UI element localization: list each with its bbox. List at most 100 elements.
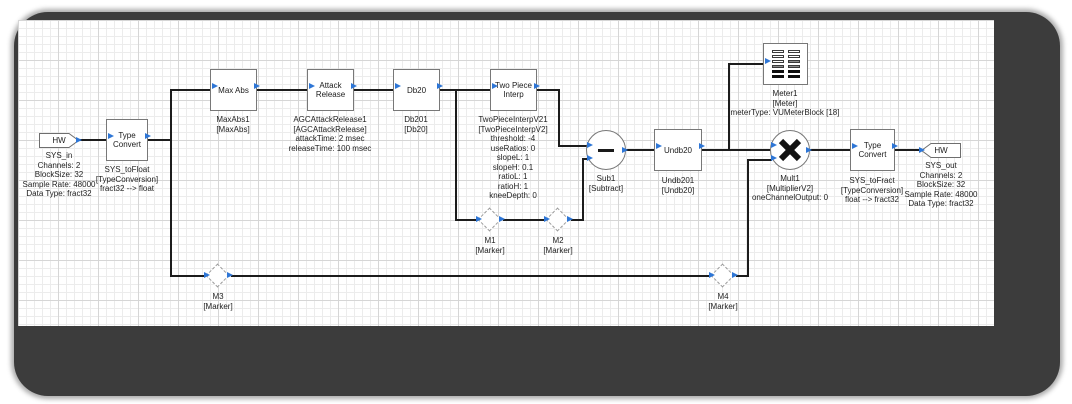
wire-segment [231, 275, 710, 277]
block-caption: AGCAttackRelease1 [AGCAttackRelease] att… [288, 115, 372, 153]
block-title: Attack Release [315, 81, 346, 99]
input-port-icon[interactable] [492, 83, 498, 89]
output-port-icon[interactable] [732, 272, 738, 278]
output-port-icon[interactable] [622, 147, 628, 153]
wire-segment [571, 219, 584, 221]
wire-segment [503, 219, 545, 221]
input-port-icon[interactable] [212, 83, 218, 89]
multiply-icon [778, 138, 802, 162]
output-port-icon[interactable] [699, 143, 705, 149]
diagram-canvas[interactable]: HW SYS_in Channels: 2 BlockSize: 32 Samp… [18, 20, 994, 326]
wire-segment [747, 159, 772, 161]
block-mult1[interactable] [770, 130, 812, 170]
block-caption: TwoPieceInterpV21 [TwoPieceInterpV2] thr… [478, 115, 548, 200]
block-sys-to-fract[interactable]: Type Convert [850, 129, 898, 171]
block-caption: SYS_toFloat [TypeConversion] fract32 -->… [95, 165, 159, 193]
wire-segment [702, 149, 772, 151]
block-title: HW [934, 146, 948, 155]
block-caption: Db201 [Db20] [404, 115, 428, 134]
wire-segment [747, 159, 749, 277]
input-port-icon[interactable] [919, 147, 925, 153]
output-port-icon[interactable] [892, 143, 898, 149]
block-caption: Meter1 [Meter] meterType: VUMeterBlock [… [730, 89, 840, 117]
block-title: Max Abs [218, 85, 249, 95]
input-port-icon[interactable] [204, 272, 210, 278]
wire-segment [148, 139, 172, 141]
block-sys-in[interactable]: HW [39, 133, 82, 148]
input-port-icon[interactable] [771, 142, 777, 148]
input-port-icon[interactable] [765, 58, 771, 64]
output-port-icon[interactable] [76, 137, 82, 143]
block-meter1[interactable] [763, 43, 808, 85]
wire-segment [558, 89, 560, 147]
wire-segment [170, 89, 210, 91]
output-port-icon[interactable] [567, 216, 573, 222]
wire-segment [624, 149, 654, 151]
vu-meter-icon [771, 50, 800, 78]
block-marker-m4[interactable] [709, 263, 738, 289]
block-caption: SYS_toFract [TypeConversion] float --> f… [840, 176, 904, 204]
input-port-icon[interactable] [587, 142, 593, 148]
block-title: Type Convert [112, 131, 141, 149]
block-marker-m2[interactable] [544, 207, 573, 233]
wire-segment [257, 89, 307, 91]
output-port-icon[interactable] [534, 83, 540, 89]
wire-segment [810, 149, 850, 151]
block-caption: SYS_in Channels: 2 BlockSize: 32 Sample … [22, 151, 96, 198]
block-db20[interactable]: Db20 [393, 69, 443, 111]
block-two-piece-interp[interactable]: Two Piece Interp [490, 69, 540, 111]
hw-tag-shape [920, 143, 961, 158]
block-sub1[interactable] [586, 130, 628, 170]
block-marker-m3[interactable] [204, 263, 233, 289]
wire-segment [354, 89, 393, 91]
input-port-icon[interactable] [108, 133, 114, 139]
subtract-icon [598, 148, 614, 152]
block-caption: Mult1 [MultiplierV2] oneChannelOutput: 0 [751, 174, 829, 202]
wire-segment [895, 149, 923, 151]
block-title: Db20 [406, 85, 427, 95]
wire-segment [440, 89, 490, 91]
output-port-icon[interactable] [145, 133, 151, 139]
input-port-icon[interactable] [852, 143, 858, 149]
block-caption: Undb201 [Undb20] [661, 176, 695, 195]
block-caption: MaxAbs1 [MaxAbs] [216, 115, 250, 134]
input-port-icon[interactable] [544, 216, 550, 222]
output-port-icon[interactable] [227, 272, 233, 278]
output-port-icon[interactable] [499, 216, 505, 222]
wire-segment [582, 158, 584, 221]
block-title: Type Convert [858, 141, 887, 159]
output-port-icon[interactable] [351, 83, 357, 89]
block-title: Two Piece Interp [495, 81, 532, 99]
input-port-icon[interactable] [771, 155, 777, 161]
input-port-icon[interactable] [656, 143, 662, 149]
input-port-icon[interactable] [395, 83, 401, 89]
block-caption: M3 [Marker] [203, 292, 233, 311]
input-port-icon[interactable] [309, 83, 315, 89]
block-sys-out[interactable]: HW [919, 143, 961, 158]
block-caption: M2 [Marker] [543, 236, 573, 255]
wire-segment [728, 63, 730, 151]
block-sys-to-float[interactable]: Type Convert [106, 119, 151, 161]
block-caption: M1 [Marker] [475, 236, 505, 255]
wire-segment [455, 219, 477, 221]
hw-tag-shape [39, 133, 80, 148]
block-max-abs[interactable]: Max Abs [210, 69, 260, 111]
block-caption: Sub1 [Subtract] [588, 174, 624, 193]
block-attack-release[interactable]: Attack Release [307, 69, 357, 111]
block-title: HW [52, 136, 66, 145]
output-port-icon[interactable] [806, 147, 812, 153]
wire-segment [728, 63, 764, 65]
input-port-icon[interactable] [476, 216, 482, 222]
wire-segment [455, 89, 457, 221]
output-port-icon[interactable] [254, 83, 260, 89]
block-marker-m1[interactable] [476, 207, 505, 233]
block-undb20[interactable]: Undb20 [654, 129, 705, 171]
wire-segment [170, 89, 172, 277]
input-port-icon[interactable] [587, 155, 593, 161]
output-port-icon[interactable] [437, 83, 443, 89]
block-title: Undb20 [663, 145, 693, 155]
input-port-icon[interactable] [709, 272, 715, 278]
wire-segment [537, 89, 560, 91]
block-caption: M4 [Marker] [708, 292, 738, 311]
wire-segment [582, 158, 590, 160]
